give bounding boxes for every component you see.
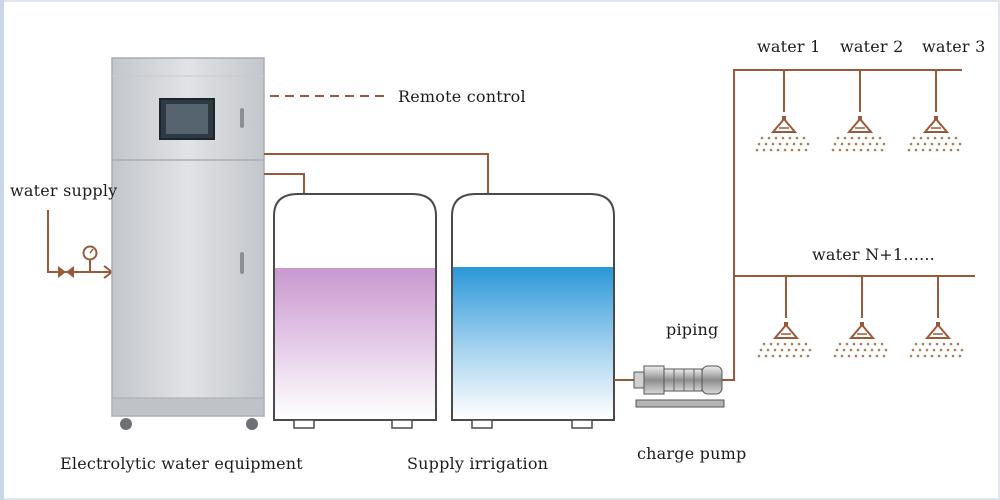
sprinkler-icon <box>756 321 813 359</box>
water-n1-label: water N+1...... <box>812 245 935 264</box>
equipment-cabinet <box>111 57 265 430</box>
valve-icon <box>58 266 74 278</box>
charge-pump-label: charge pump <box>637 444 747 463</box>
tank2-liquid <box>453 267 613 419</box>
left-edge-strip <box>0 0 4 500</box>
equipment-label: Electrolytic water equipment <box>60 454 303 473</box>
pump-icon <box>633 365 725 408</box>
inlet-pipe <box>47 210 112 273</box>
water-1-label: water 1 <box>757 37 821 56</box>
caster-wheel-right <box>246 418 258 430</box>
water-3-label: water 3 <box>922 37 986 56</box>
lower-door-handle <box>240 252 244 274</box>
supply-irrigation-label: Supply irrigation <box>407 454 549 473</box>
caster-wheel-left <box>120 418 132 430</box>
sprinkler-icon <box>906 115 963 153</box>
remote-control-label: Remote control <box>398 87 526 106</box>
sprinkler-icon <box>754 115 811 153</box>
tank-2 <box>451 193 615 429</box>
tank-1 <box>273 193 437 429</box>
water-supply-label: water supply <box>10 181 118 200</box>
sprinkler-icon <box>832 321 889 359</box>
sprinkler-icon <box>908 321 965 359</box>
tank1-liquid <box>275 268 435 419</box>
pressure-gauge-icon <box>82 245 98 272</box>
water-2-label: water 2 <box>840 37 904 56</box>
upper-door-handle <box>240 108 244 128</box>
distribution-pipes <box>722 69 975 381</box>
piping-label: piping <box>666 320 719 339</box>
sprinkler-icon <box>830 115 887 153</box>
